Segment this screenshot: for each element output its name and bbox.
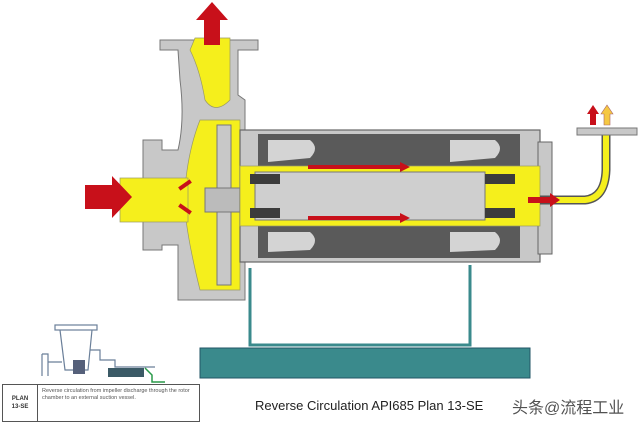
plan-legend: PLAN 13-SE Reverse circulation from impe… xyxy=(2,384,200,422)
bearings xyxy=(250,174,515,218)
plan-description: Reverse circulation from impeller discha… xyxy=(42,388,190,401)
plan-number: 13-SE xyxy=(11,404,29,410)
plan-label: PLAN xyxy=(11,396,29,402)
rotor-flow-arrow-top xyxy=(308,162,410,172)
rotor-flow-arrow-bottom xyxy=(308,213,410,223)
diagram-caption: Reverse Circulation API685 Plan 13-SE xyxy=(255,398,484,413)
base-plate xyxy=(199,347,531,379)
vent-fluid-arrow-icon xyxy=(600,104,614,126)
vent-arrow-icon xyxy=(587,105,599,125)
support-frame xyxy=(248,265,472,347)
rotor xyxy=(254,171,486,221)
suction-inlet-fluid xyxy=(119,177,189,223)
watermark: 头条@流程工业 xyxy=(512,400,625,417)
discharge-arrow-icon xyxy=(196,2,228,45)
flow-arrows xyxy=(85,2,599,223)
suction-arrow-icon xyxy=(85,176,132,218)
discharge-fluid xyxy=(189,37,231,108)
pipe-flange xyxy=(576,127,638,136)
plan-id: PLAN 13-SE xyxy=(3,385,38,421)
outlet-flow-arrow xyxy=(528,193,560,207)
